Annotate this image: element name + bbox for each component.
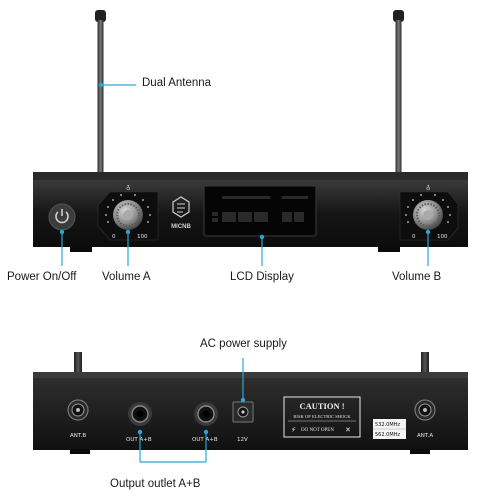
mic-icon-b: ♁ <box>426 184 430 192</box>
callout-dual-antenna <box>98 82 136 88</box>
ant-a-connector[interactable] <box>414 399 436 421</box>
callout-power <box>59 229 65 266</box>
shock-icon: ⚡ <box>291 426 296 434</box>
ant-b-label: ANT.B <box>70 433 86 439</box>
dc-jack-label: 12V <box>237 437 248 443</box>
front-receiver-illustration: 0 100 ♁ MICNB 0 100 ♁ <box>33 10 468 266</box>
callout-lcd <box>259 234 265 266</box>
volume-a-min-label: 0 <box>112 234 116 240</box>
ant-b-connector[interactable] <box>67 399 89 421</box>
right-antenna <box>393 10 404 178</box>
output-jack-2[interactable] <box>194 402 218 426</box>
caution-title: CAUTION ! <box>299 401 344 411</box>
mic-icon: ♁ <box>126 184 130 192</box>
frequency-sticker: 532.0MHz 562.0MHz <box>373 419 406 439</box>
power-button[interactable] <box>48 203 76 231</box>
brand-logo: MICNB <box>171 196 191 230</box>
label-volume-a: Volume A <box>102 271 151 283</box>
volume-b-min-label: 0 <box>412 234 416 240</box>
output-jack-2-label: OUT A+B <box>192 437 218 443</box>
ant-a-label: ANT.A <box>417 433 433 439</box>
output-jack-1-label: OUT A+B <box>126 437 152 443</box>
left-antenna <box>95 10 106 178</box>
caution-label: CAUTION ! RISK OF ELECTRIC SHOCK ⚡ DO NO… <box>283 396 361 438</box>
label-power: Power On/Off <box>7 271 77 283</box>
label-dual-antenna: Dual Antenna <box>142 77 212 89</box>
dc-power-jack[interactable] <box>232 401 254 423</box>
volume-a-knob[interactable] <box>113 200 143 230</box>
volume-b-max-label: 100 <box>437 234 448 240</box>
callout-output <box>137 429 209 463</box>
power-icon <box>55 211 69 224</box>
label-ac-power: AC power supply <box>200 338 287 350</box>
lcd-display <box>203 185 317 237</box>
volume-b-knob[interactable] <box>413 200 443 230</box>
callout-ac-power <box>240 358 246 403</box>
label-output: Output outlet A+B <box>110 478 201 490</box>
output-jack-1[interactable] <box>128 402 152 426</box>
frequency-1: 532.0MHz <box>375 422 400 428</box>
callout-volume-b <box>425 229 431 266</box>
caution-do-not-open: DO NOT OPEN <box>301 428 334 433</box>
volume-a-max-label: 100 <box>137 234 148 240</box>
label-volume-b: Volume B <box>392 271 442 283</box>
caution-subtitle: RISK OF ELECTRIC SHOCK <box>293 414 351 419</box>
label-lcd: LCD Display <box>230 271 294 283</box>
frequency-2: 562.0MHz <box>375 432 400 438</box>
brand-name: MICNB <box>171 224 191 230</box>
tools-icon: ✕ <box>345 426 351 434</box>
callout-volume-a <box>125 229 131 266</box>
back-receiver-illustration: ANT.B OUT A+B OUT A+B 12V CAUTION ! RISK… <box>33 352 468 463</box>
